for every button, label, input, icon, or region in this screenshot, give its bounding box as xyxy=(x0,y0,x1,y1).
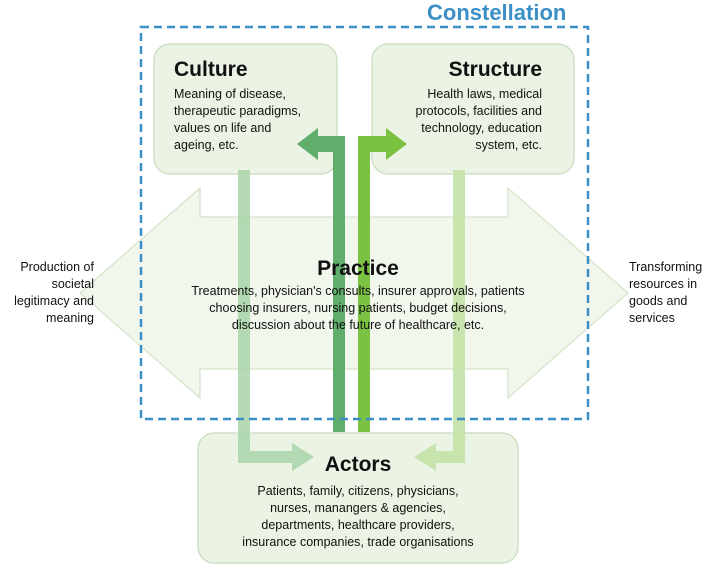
actors-text: Patients, family, citizens, physicians, … xyxy=(242,484,474,549)
practice-double-arrow xyxy=(79,186,629,400)
culture-to-actors-arrow xyxy=(238,170,314,471)
structure-text: Health laws, medical protocols, faciliti… xyxy=(415,87,542,152)
practice-text: Treatments, physician's consults, insure… xyxy=(191,284,525,332)
constellation-title: Constellation xyxy=(427,0,567,25)
structure-title: Structure xyxy=(448,58,542,81)
constellation-border xyxy=(139,25,590,421)
culture-title: Culture xyxy=(174,58,248,81)
actors-title: Actors xyxy=(324,453,392,476)
actors-to-culture-arrow xyxy=(297,128,345,432)
right-side-label: Transforming resources in goods and serv… xyxy=(629,260,703,325)
culture-text: Meaning of disease, therapeutic paradigm… xyxy=(174,87,302,152)
actors-box xyxy=(197,432,519,564)
practice-title: Practice xyxy=(317,257,399,280)
structure-to-actors-arrow xyxy=(414,170,465,471)
structure-box xyxy=(371,43,575,175)
actors-to-structure-arrow xyxy=(358,128,407,432)
left-side-label: Production of societal legitimacy and me… xyxy=(14,260,94,325)
